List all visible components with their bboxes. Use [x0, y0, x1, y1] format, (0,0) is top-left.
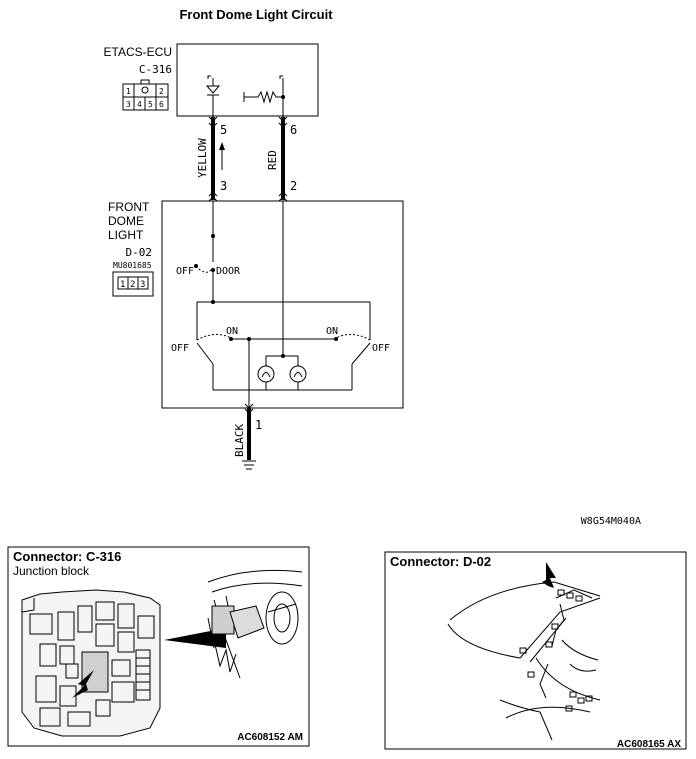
d02-pin-2: 2 — [130, 280, 135, 290]
ecu-connector-label: C-316 — [139, 63, 172, 76]
c316-pin-3: 3 — [126, 100, 131, 109]
diagram-title: Front Dome Light Circuit — [179, 7, 333, 22]
d02-panel-title: Connector: D-02 — [390, 554, 491, 569]
yellow-pin-top: 5 — [220, 123, 227, 137]
right-switch-on-label: ON — [326, 326, 338, 337]
dome-label-line3: LIGHT — [108, 228, 144, 242]
red-color-label: RED — [266, 150, 279, 170]
d02-connector-icon — [112, 271, 154, 297]
ground-icon — [242, 460, 256, 470]
yellow-wire — [208, 116, 218, 202]
current-flow-arrow — [219, 142, 225, 170]
d02-location-arrow-icon — [542, 562, 556, 588]
black-pin: 1 — [255, 418, 262, 432]
junction-block-illustration — [21, 589, 161, 737]
ecu-box — [176, 43, 319, 117]
c316-pin-4: 4 — [137, 100, 142, 109]
bulb-left-icon — [257, 365, 275, 383]
ecu-internals — [205, 75, 284, 117]
yellow-pin-bottom: 3 — [220, 179, 227, 193]
door-switch-door-label: DOOR — [216, 266, 241, 277]
c316-connector-icon — [122, 79, 169, 111]
red-pin-bottom: 2 — [290, 179, 297, 193]
black-wire — [244, 403, 254, 460]
c316-pin-1: 1 — [126, 87, 131, 96]
dashboard-illustration — [207, 569, 303, 679]
d02-panel — [384, 551, 687, 750]
d02-pin-3: 3 — [140, 280, 145, 290]
diagram-code: W8G54M040A — [581, 516, 641, 527]
dome-connector-label: D-02 — [126, 246, 153, 259]
c316-panel-subtitle: Junction block — [13, 564, 90, 578]
roof-connectors — [519, 589, 593, 712]
junction-dots — [194, 234, 338, 358]
left-switch-off-label: OFF — [171, 343, 189, 354]
left-switch-on-label: ON — [226, 326, 238, 337]
bulb-right-icon — [289, 365, 307, 383]
c316-pin-6: 6 — [159, 100, 164, 109]
door-switch-off-label: OFF — [176, 266, 194, 277]
c316-pin-2: 2 — [159, 87, 164, 96]
c316-pin-5: 5 — [148, 100, 153, 109]
red-pin-top: 6 — [290, 123, 297, 137]
yellow-color-label: YELLOW — [196, 138, 209, 178]
c316-panel-title: Connector: C-316 — [13, 549, 121, 564]
red-wire — [278, 116, 288, 202]
dome-internal-wiring — [195, 201, 371, 408]
c316-panel-code: AC608152 AM — [237, 732, 303, 743]
dome-label-line1: FRONT — [108, 200, 150, 214]
ecu-name: ETACS-ECU — [104, 45, 172, 59]
ecu-junction-dot — [281, 95, 285, 99]
c316-location-arrow-icon — [72, 670, 94, 698]
d02-panel-code: AC608165 AX — [617, 739, 681, 750]
dome-label-line2: DOME — [108, 214, 144, 228]
dome-part-number: MU801685 — [113, 261, 152, 270]
right-switch-off-label: OFF — [372, 343, 390, 354]
black-color-label: BLACK — [233, 424, 246, 457]
d02-pin-1: 1 — [120, 280, 125, 290]
